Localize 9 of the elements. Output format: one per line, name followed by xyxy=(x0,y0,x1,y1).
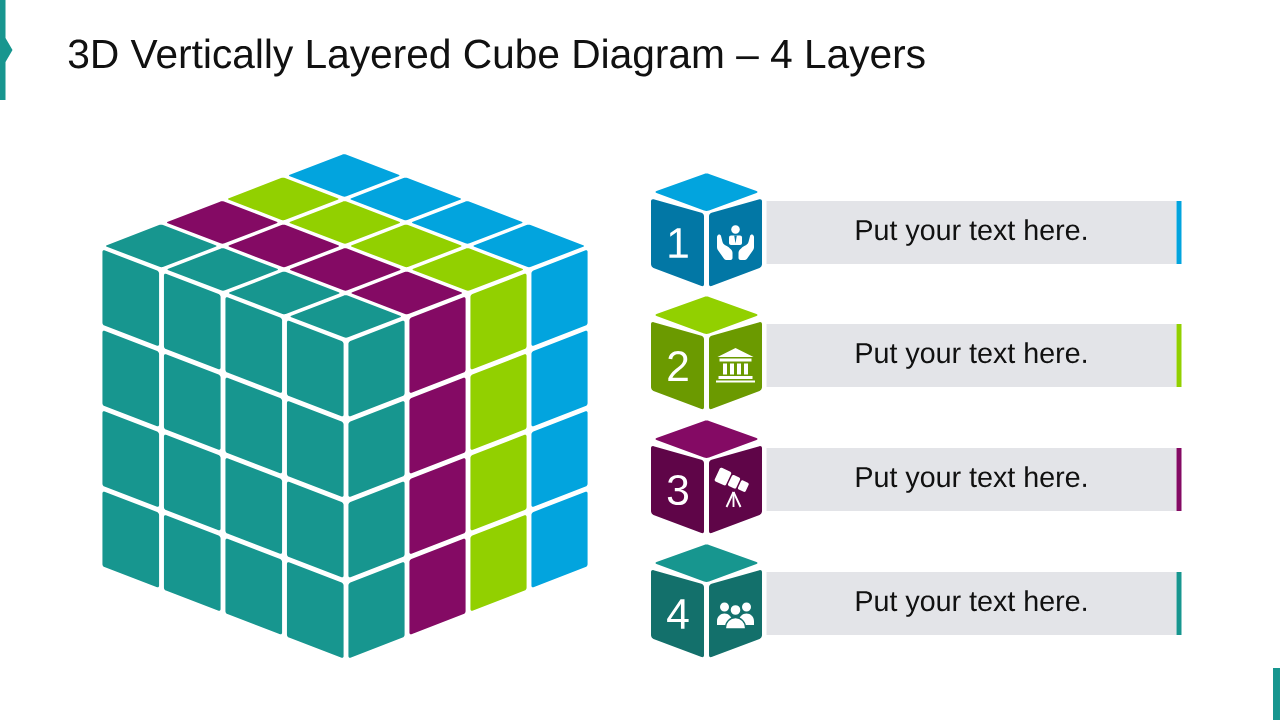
numbered-cube: 4 xyxy=(651,544,762,658)
title: 3D Vertically Layered Cube Diagram – 4 Layers xyxy=(68,38,925,77)
text-bar: Put your text here. xyxy=(766,324,1182,387)
numbered-cube: 1 xyxy=(651,173,762,287)
numbered-cube: 2 xyxy=(651,296,762,410)
text-bar: Put your text here. xyxy=(766,201,1182,264)
numbered-cube: 3 xyxy=(651,420,762,534)
text-bar: Put your text here. xyxy=(766,572,1182,635)
text-bar: Put your text here. xyxy=(766,448,1182,511)
